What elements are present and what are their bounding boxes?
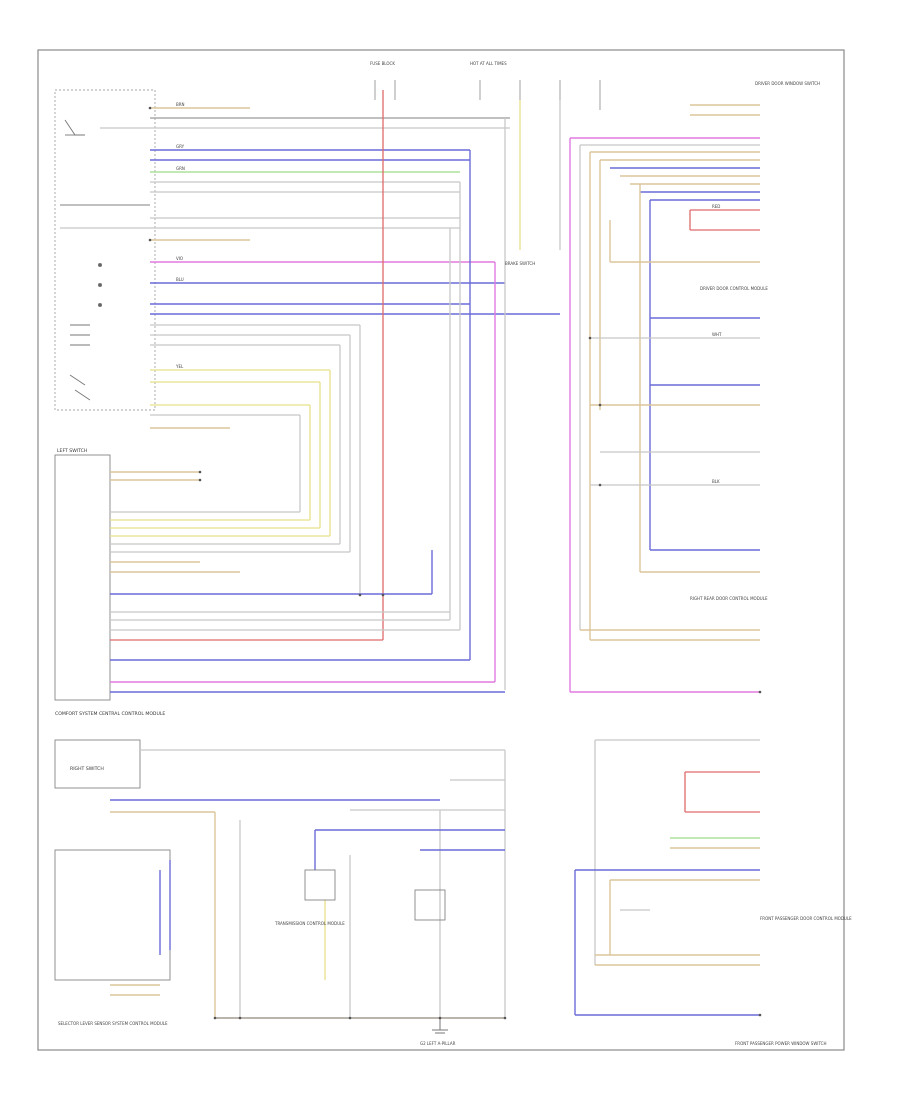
bottom-right-label: FRONT PASSENGER POWER WINDOW SWITCH	[735, 1041, 826, 1046]
svg-text:RED: RED	[712, 204, 720, 209]
right-vertical-runs	[569, 138, 651, 692]
right-module-wires	[570, 261, 760, 693]
left-switch-box	[54, 454, 111, 701]
upper-left-wires	[60, 107, 560, 429]
svg-text:GRN: GRN	[176, 166, 185, 171]
wire-tags: BRN GRY GRN VIO BLU YEL RED WHT BLK	[175, 102, 722, 484]
svg-text:BLK: BLK	[712, 479, 720, 484]
right-switch-box	[54, 739, 141, 789]
driver-door-label: DRIVER DOOR CONTROL MODULE	[700, 286, 768, 291]
splice-dots	[148, 106, 762, 1020]
right-rear-label: RIGHT REAR DOOR CONTROL MODULE	[690, 596, 768, 601]
left-switch-label: LEFT SWITCH	[57, 448, 87, 454]
fuse-block-label: FUSE BLOCK	[370, 61, 395, 66]
comfort-module-label: COMFORT SYSTEM CENTRAL CONTROL MODULE	[55, 711, 165, 717]
selector-lever-box	[54, 849, 171, 981]
svg-text:BRN: BRN	[176, 102, 185, 107]
right-lower-wires	[574, 739, 760, 1016]
lower-left-wires	[110, 749, 506, 1019]
right-switch-label: RIGHT SWITCH	[70, 766, 104, 772]
svg-text:YEL: YEL	[175, 364, 184, 369]
hot-label: HOT AT ALL TIMES	[470, 61, 507, 66]
svg-text:WHT: WHT	[712, 332, 722, 337]
svg-text:GRY: GRY	[176, 144, 185, 149]
diagram-frame	[37, 49, 845, 1051]
brake-switch-label: BRAKE SWITCH	[505, 261, 535, 266]
left-switch-wires	[110, 471, 505, 693]
connector-box-1	[304, 869, 336, 901]
right-upper-wires	[570, 104, 760, 231]
ground-symbol	[432, 1018, 448, 1034]
top-right-label: DRIVER DOOR WINDOW SWITCH	[755, 81, 820, 86]
connector-box-2	[414, 889, 446, 921]
left-switch-symbols	[64, 119, 103, 401]
front-passenger-door-label: FRONT PASSENGER DOOR CONTROL MODULE	[760, 916, 852, 921]
transmission-label: TRANSMISSION CONTROL MODULE	[274, 921, 345, 926]
svg-text:BLU: BLU	[176, 277, 184, 282]
svg-text:VIO: VIO	[176, 256, 183, 261]
vertical-runs-left	[299, 90, 506, 690]
fuse-symbols	[374, 80, 601, 110]
selector-lever-label: SELECTOR LEVER SENSOR SYSTEM CONTROL MOD…	[58, 1021, 168, 1026]
ground-label: G2 LEFT A-PILLAR	[420, 1041, 456, 1046]
steering-column-box	[54, 89, 156, 411]
